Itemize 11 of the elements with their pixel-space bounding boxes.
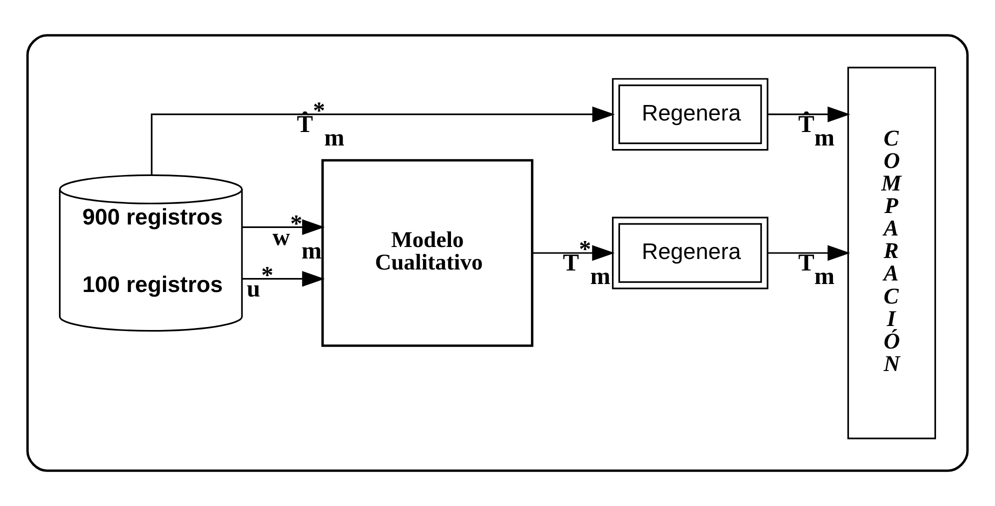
node-box: Modelo Cualitativo (321, 159, 534, 347)
arrow (768, 245, 850, 261)
arrow (532, 245, 615, 261)
arrow (242, 219, 325, 236)
arrow (768, 106, 850, 122)
cluster (26, 34, 969, 472)
arrow (150, 106, 615, 176)
node-box: COMPARACIÓN (847, 66, 936, 440)
node-box: Regenera (612, 216, 768, 290)
node-box: Regenera (612, 78, 768, 151)
arrow (242, 270, 325, 287)
